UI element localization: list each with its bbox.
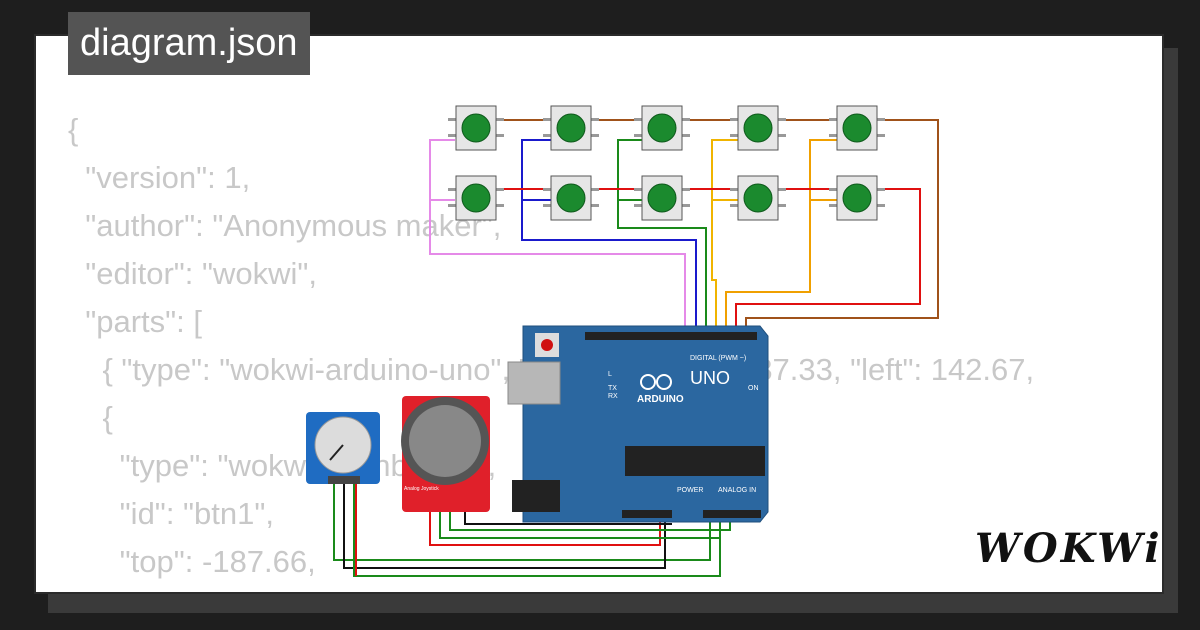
analog-header bbox=[703, 510, 761, 518]
board-model-label: UNO bbox=[690, 368, 730, 388]
joystick-label: Analog Joystick bbox=[404, 486, 439, 492]
pushbutton[interactable] bbox=[730, 175, 786, 221]
tx-label: TX bbox=[608, 385, 617, 392]
atmega-chip bbox=[625, 446, 765, 476]
joystick-knob[interactable] bbox=[409, 405, 481, 477]
button-cap[interactable] bbox=[743, 183, 773, 213]
wire-orange bbox=[725, 139, 838, 330]
usb-port bbox=[507, 361, 561, 405]
digital-label: DIGITAL (PWM ~) bbox=[690, 355, 746, 362]
wire-green-joy2 bbox=[449, 510, 731, 531]
wire-green-pot bbox=[333, 483, 711, 561]
power-label: POWER bbox=[677, 487, 703, 494]
reset-button[interactable] bbox=[541, 339, 553, 351]
button-cap[interactable] bbox=[461, 113, 491, 143]
l-led-label: L bbox=[608, 371, 612, 378]
wire-black-joy bbox=[464, 510, 672, 525]
code-line: { bbox=[68, 400, 113, 435]
button-cap[interactable] bbox=[842, 113, 872, 143]
pushbutton[interactable] bbox=[543, 105, 599, 151]
wire-green bbox=[617, 139, 707, 330]
board-brand-label: ARDUINO bbox=[637, 394, 684, 405]
pushbutton[interactable] bbox=[730, 105, 786, 151]
power-header bbox=[622, 510, 672, 518]
pushbutton[interactable] bbox=[448, 105, 504, 151]
pushbutton-grid bbox=[448, 105, 885, 221]
button-cap[interactable] bbox=[842, 183, 872, 213]
potentiometer[interactable] bbox=[306, 412, 380, 484]
pushbutton[interactable] bbox=[634, 105, 690, 151]
rx-label: RX bbox=[608, 393, 618, 400]
pot-indicator bbox=[329, 444, 344, 461]
code-line: { bbox=[68, 112, 79, 147]
code-line: "editor": "wokwi", bbox=[68, 256, 318, 291]
pushbutton[interactable] bbox=[448, 175, 504, 221]
button-cap[interactable] bbox=[556, 113, 586, 143]
power-jack bbox=[512, 480, 560, 512]
digital-header bbox=[585, 332, 757, 340]
code-line: "version": 1, bbox=[68, 160, 251, 195]
on-led-label: ON bbox=[748, 385, 759, 392]
analog-joystick[interactable]: Analog Joystick bbox=[401, 396, 490, 512]
wire-green2-pot bbox=[353, 483, 721, 577]
wire-black-pot bbox=[343, 483, 666, 569]
pushbutton[interactable] bbox=[829, 105, 885, 151]
code-line: "id": "btn1", bbox=[68, 496, 274, 531]
wire-red-joy bbox=[429, 510, 661, 546]
button-cap[interactable] bbox=[556, 183, 586, 213]
arduino-logo-icon-right bbox=[656, 374, 672, 390]
wire-yellow bbox=[711, 139, 740, 330]
diagram-card: { "version": 1, "author": "Anonymous mak… bbox=[34, 34, 1164, 594]
wire-blue bbox=[521, 139, 697, 330]
pot-pins bbox=[328, 476, 360, 484]
file-tab-diagram-json[interactable]: diagram.json bbox=[68, 12, 310, 75]
arduino-uno-board[interactable]: DIGITAL (PWM ~) UNO ARDUINO L TX RX ON P… bbox=[507, 325, 769, 523]
pushbutton[interactable] bbox=[829, 175, 885, 221]
code-line: "top": -187.66, bbox=[68, 544, 316, 579]
arduino-logo-icon bbox=[640, 374, 656, 390]
analog-in-label: ANALOG IN bbox=[718, 487, 756, 494]
button-cap[interactable] bbox=[647, 183, 677, 213]
button-cap[interactable] bbox=[743, 113, 773, 143]
code-line: "parts": [ bbox=[68, 304, 202, 339]
pushbutton[interactable] bbox=[634, 175, 690, 221]
wokwi-logo: WOKWi bbox=[975, 525, 1163, 572]
wire-pink bbox=[429, 139, 686, 330]
wire-brown bbox=[745, 119, 939, 330]
pushbutton[interactable] bbox=[543, 175, 599, 221]
button-cap[interactable] bbox=[461, 183, 491, 213]
button-cap[interactable] bbox=[647, 113, 677, 143]
